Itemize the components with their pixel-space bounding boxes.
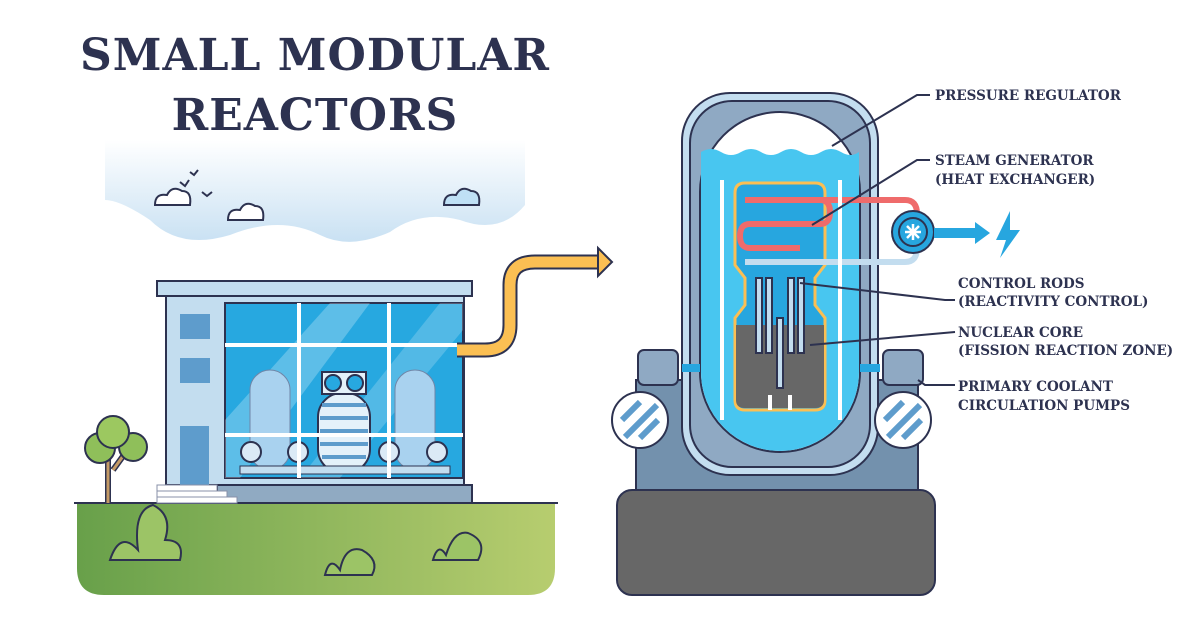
label-coolant-pumps-sub: CIRCULATION PUMPS [958,398,1130,414]
title-line-1: SMALL MODULAR [80,30,550,81]
label-coolant-pumps: PRIMARY COOLANT [958,379,1113,395]
label-control-rods-sub: (REACTIVITY CONTROL) [958,294,1148,310]
primary-coolant-pump [874,349,932,449]
label-pressure-regulator: PRESSURE REGULATOR [935,88,1122,104]
title-line-2: REACTORS [172,90,459,141]
label-control-rods: CONTROL RODS [958,276,1085,292]
label-steam-generator-sub: (HEAT EXCHANGER) [935,172,1095,188]
label-nuclear-core: NUCLEAR CORE [958,325,1083,341]
ground [77,503,555,595]
lightning-bolt-icon [996,211,1020,258]
modular-reactor-building [156,280,473,504]
label-nuclear-core-sub: (FISSION REACTION ZONE) [958,343,1173,359]
bush-icon [108,503,483,576]
turbine-icon [891,210,1020,258]
tree-icon [84,415,148,503]
leader-lines [799,94,956,386]
label-steam-generator: STEAM GENERATOR [935,153,1094,169]
reactor-cross-section [616,92,936,596]
energy-transfer-arrow [457,245,614,358]
birds-icon [179,169,213,198]
primary-coolant-pump [611,349,679,449]
sky-cloud-area [105,140,525,242]
cloud-icon [153,187,481,221]
